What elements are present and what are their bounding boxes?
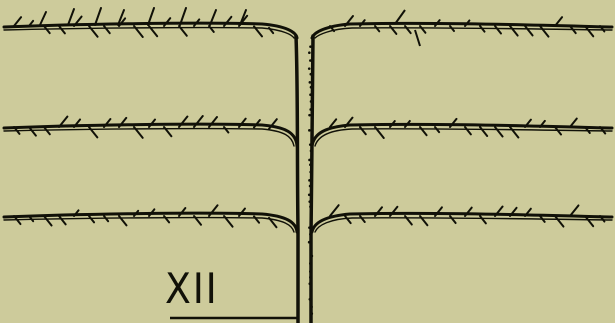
bark-mark [309,73,312,76]
spur [104,26,110,33]
spur [59,216,66,224]
right-branch-tier-2 [312,124,612,146]
bark-mark [309,45,312,48]
bark-mark [308,51,311,54]
bark-mark [311,255,314,258]
bark-mark [309,163,312,166]
bark-mark [310,289,313,292]
spur [375,26,379,31]
lower-shoot [415,30,420,46]
right-branch-edge-tier-1 [315,28,612,38]
spur [164,216,169,222]
spur [360,127,366,134]
spur [89,216,94,222]
right-branch-edge-tier-2 [315,129,612,146]
bark-mark [308,114,311,117]
upper-shoot [40,12,46,25]
left-branch-tier-3 [4,213,297,232]
bark-mark [309,171,312,174]
bark-mark [310,100,313,103]
bark-mark [308,282,311,285]
tree-trunk [296,36,313,323]
spur [360,216,365,222]
bark-mark [309,270,312,273]
spur [495,26,501,33]
bark-mark [308,226,311,229]
tree-branches [4,23,612,232]
bark-mark [308,67,311,70]
spur [209,26,214,32]
spur [570,205,578,216]
bark-mark [308,241,311,244]
bark-mark [310,221,313,224]
bark-mark [309,205,312,208]
right-branch-tier-1 [312,23,612,38]
spur [345,216,351,223]
trunk-right-edge [311,36,313,323]
spur [510,127,518,137]
bark-mark [309,93,312,96]
spur [480,216,486,223]
trunk-left-edge [296,36,298,323]
bark-mark [308,200,311,203]
bark-mark [310,86,313,89]
bark-mark [309,262,312,265]
spur [480,127,487,136]
spur [224,127,228,132]
spur [89,127,97,137]
bark-mark [308,193,311,196]
spur [525,26,533,35]
bark-mark [308,129,311,132]
spur [465,127,471,134]
upper-shoot [95,8,101,25]
spur [420,26,425,33]
spur [405,26,411,33]
bark-mark [309,59,312,62]
bark-mark [308,159,311,162]
spur [495,127,503,136]
spur [450,216,456,223]
spur [510,26,518,36]
spur [59,26,65,33]
right-branch-tier-3 [312,213,612,232]
bark-mark [308,179,311,182]
bark-mark [309,185,312,188]
bark-mark [311,135,314,138]
plate-number: XII [165,268,219,310]
upper-shoot [68,9,74,25]
spur [555,216,563,227]
bark-mark [309,108,312,111]
bark-mark [310,306,313,309]
bark-mark [310,150,313,153]
spur [540,26,548,37]
spur [14,17,21,26]
bark-mark [310,312,313,315]
right-branch-edge-tier-3 [315,218,612,232]
bark-mark [310,249,313,252]
bark-mark [309,233,312,236]
bark-mark [310,213,313,216]
bark-mark [309,276,312,279]
bark-mark [309,81,312,84]
upper-shoot [395,10,405,24]
bark-mark [309,298,312,301]
bark-mark [311,124,314,127]
spur [44,216,52,225]
